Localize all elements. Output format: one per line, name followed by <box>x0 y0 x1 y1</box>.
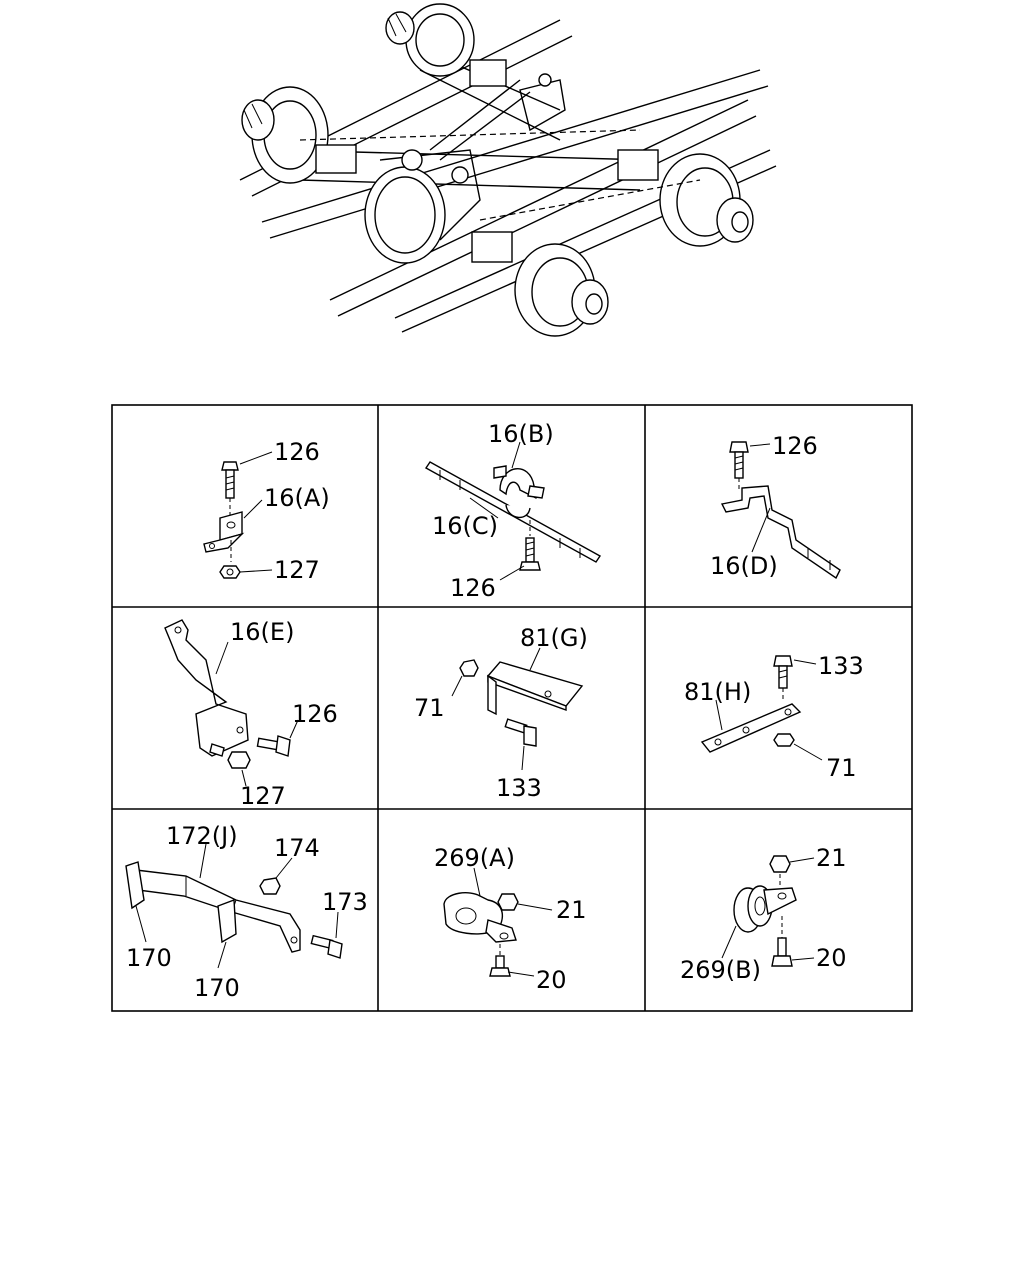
nut-174-drawing <box>259 877 281 895</box>
nut-71-drawing <box>459 659 479 677</box>
callout-16e: 16(E) <box>230 618 294 646</box>
nut-127-drawing <box>227 751 251 769</box>
bolt-126-drawing <box>256 735 291 757</box>
bolt-126-drawing <box>729 441 749 479</box>
cell-mount-269a: 269(A) 21 20 <box>434 844 587 994</box>
callout-16a: 16(A) <box>264 484 330 512</box>
clip-170-left-drawing <box>125 861 145 910</box>
clamp-16b-drawing <box>493 465 545 519</box>
callout-16d: 16(D) <box>710 552 778 580</box>
cell-bracket-81h: 81(H) 133 71 <box>684 652 864 782</box>
callout-133: 133 <box>818 652 864 680</box>
callout-81h: 81(H) <box>684 678 751 706</box>
cell-bracket-16a: 126 16(A) 127 <box>203 438 330 584</box>
bracket-16e-drawing <box>164 619 249 757</box>
callout-170-bottom: 170 <box>194 974 240 1002</box>
callout-174: 174 <box>274 834 320 862</box>
cell-bracket-16d: 126 16(D) <box>710 432 841 580</box>
callout-71: 71 <box>826 754 857 782</box>
callout-20: 20 <box>536 966 567 994</box>
callout-20: 20 <box>816 944 847 972</box>
callout-172j: 172(J) <box>166 822 238 850</box>
callout-127: 127 <box>274 556 320 584</box>
callout-126: 126 <box>292 700 338 728</box>
callout-269b: 269(B) <box>680 956 761 984</box>
clip-170-bottom-drawing <box>217 899 237 944</box>
callout-126: 126 <box>772 432 818 460</box>
hub-front-left <box>385 3 475 77</box>
callout-81g: 81(G) <box>520 624 588 652</box>
hub-rear-left <box>241 86 329 184</box>
nut-21-drawing <box>769 855 791 873</box>
bracket-81g-drawing <box>486 661 584 716</box>
callout-170-left: 170 <box>126 944 172 972</box>
callout-173: 173 <box>322 888 368 916</box>
cell-bracket-172j: 172(J) 174 173 170 170 <box>125 822 368 1002</box>
callout-127: 127 <box>240 782 286 810</box>
callout-21: 21 <box>556 896 587 924</box>
cell-mount-269b: 21 269(B) 20 <box>680 844 847 984</box>
parts-grid <box>111 404 913 1012</box>
bolt-20-drawing <box>771 937 793 967</box>
bolt-126-drawing <box>221 461 239 499</box>
hub-front-right <box>659 153 754 247</box>
nut-71-drawing <box>773 733 795 747</box>
callout-269a: 269(A) <box>434 844 515 872</box>
bolt-20-drawing <box>489 955 511 977</box>
mount-269a-drawing <box>443 892 517 943</box>
callout-126: 126 <box>274 438 320 466</box>
bolt-133-drawing <box>504 718 537 747</box>
bracket-16d-drawing <box>720 485 841 580</box>
differential-housing <box>364 149 481 264</box>
callout-133: 133 <box>496 774 542 802</box>
nut-21-drawing <box>497 893 519 911</box>
callout-16b: 16(B) <box>488 420 554 448</box>
callout-21: 21 <box>816 844 847 872</box>
hub-rear-right <box>514 243 609 337</box>
cell-bracket-16e: 16(E) 126 127 <box>164 618 338 810</box>
mount-269b-drawing <box>733 885 797 933</box>
bracket-16a-drawing <box>203 511 245 553</box>
bolt-133-drawing <box>773 655 793 689</box>
callout-16c: 16(C) <box>432 512 498 540</box>
callout-71: 71 <box>414 694 445 722</box>
cell-bracket-16b-16c: 16(B) 16(C) 126 <box>424 420 602 602</box>
nut-127-drawing <box>219 565 241 579</box>
cell-bracket-81g: 81(G) 71 133 <box>414 624 588 802</box>
bracket-81h-drawing <box>700 703 802 753</box>
axle-assembly-illustration <box>239 3 777 337</box>
callout-126: 126 <box>450 574 496 602</box>
bolt-173-drawing <box>310 934 343 959</box>
bolt-126-drawing <box>519 537 541 571</box>
